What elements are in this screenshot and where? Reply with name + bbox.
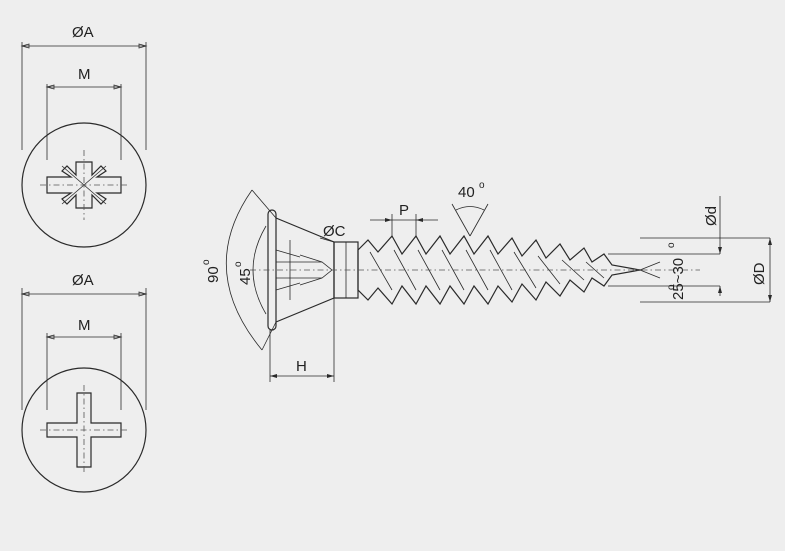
tip-angle-degree-2: o xyxy=(666,242,677,248)
pozidriv-head-view: ØA M xyxy=(20,24,148,248)
thread-angle-label: 40 xyxy=(458,184,475,201)
screw-threads xyxy=(357,234,641,306)
phillips-head-outline xyxy=(21,367,147,493)
angle-90-arc xyxy=(226,189,263,351)
angle-45-label: 45 xyxy=(237,268,254,285)
bottom-dim-M-label: M xyxy=(78,317,91,334)
angle-45-arc xyxy=(252,225,267,315)
top-dim-A-label: ØA xyxy=(72,24,94,41)
phillips-recess xyxy=(46,392,122,468)
angle-90-degree: o xyxy=(201,259,212,265)
thread-angle-degree: o xyxy=(479,180,485,191)
angle-90-label: 90 xyxy=(205,266,222,283)
top-dim-M-label: M xyxy=(78,66,91,83)
head-H-label: H xyxy=(296,358,307,375)
phillips-head-view: ØA M xyxy=(20,272,148,493)
tip-angle-label: 25~30 xyxy=(670,258,687,300)
dia-C-label: ØC xyxy=(323,223,346,240)
angle-45-degree: o xyxy=(233,261,244,267)
pitch-label: P xyxy=(399,202,409,219)
pozidriv-head-outline xyxy=(21,122,147,248)
screw-side-view: P 40 o ØC 90 o 45 o H 25~30 xyxy=(201,180,772,382)
bottom-dim-A-label: ØA xyxy=(72,272,94,289)
tip-angle-degree-1: o xyxy=(666,284,677,290)
dia-D-label: ØD xyxy=(751,262,768,285)
dia-d-label: Ød xyxy=(703,206,720,226)
pozidriv-recess xyxy=(46,161,122,209)
